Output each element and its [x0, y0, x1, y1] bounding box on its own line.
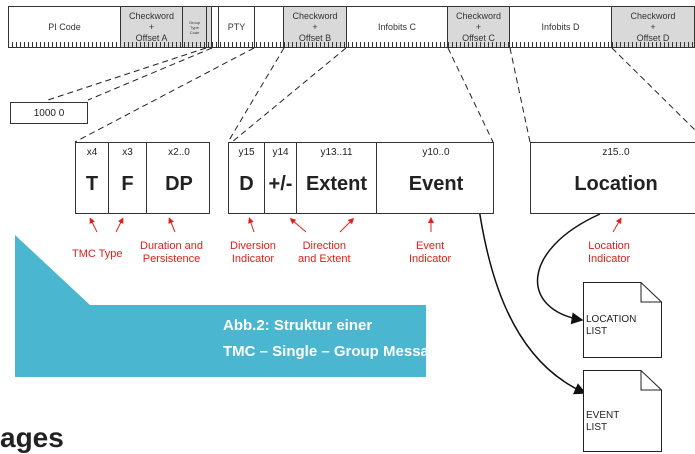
- field-symbol: D: [239, 173, 254, 195]
- group-code-text: 1000 0: [33, 107, 65, 119]
- expand-line: [509, 47, 531, 143]
- segment-label: Checkword + Offset A: [128, 10, 175, 43]
- red-arrow: [115, 217, 124, 233]
- caption-line-1: Abb.2: Struktur einer: [223, 317, 373, 334]
- expand-line: [227, 47, 285, 143]
- infobits-c-segment: Infobits C: [346, 6, 448, 48]
- field-box-block-d: z15..0 Location: [530, 142, 695, 214]
- location-list-document: LOCATION LIST: [583, 282, 662, 358]
- checkword-d-segment: Checkword + Offset D: [611, 6, 695, 48]
- pi-code-segment: PI Code: [8, 6, 121, 48]
- field-d: y15 D: [229, 143, 265, 213]
- location-indicator-label: Location Indicator: [588, 240, 631, 265]
- caption-box: Abb.2: Struktur einer TMC – Single – Gro…: [213, 305, 446, 377]
- field-symbol: DP: [165, 173, 193, 195]
- red-arrow: [168, 217, 176, 233]
- document-icon: [583, 282, 662, 358]
- segment-label: Checkword + Offset D: [630, 10, 676, 43]
- segment-label: Checkword + Offset C: [455, 10, 502, 43]
- field-symbol: +/-: [268, 173, 293, 195]
- segment-label: PI Code: [48, 21, 81, 32]
- checkword-b-segment: Checkword + Offset B: [283, 6, 347, 48]
- direction-label: Direction and Extent: [298, 240, 351, 265]
- caption-line-2: TMC – Single – Group Message: [223, 343, 447, 360]
- field-symbol: Location: [574, 173, 658, 195]
- field-t: x4 T: [76, 143, 109, 213]
- diversion-label: Diversion Indicator: [230, 240, 276, 265]
- expand-line: [87, 47, 213, 101]
- bit-label: y13..11: [320, 147, 353, 158]
- red-arrow: [612, 217, 622, 233]
- field-symbol: F: [121, 173, 134, 195]
- checkword-c-segment: Checkword + Offset C: [447, 6, 510, 48]
- event-indicator-label: Event Indicator: [409, 240, 452, 265]
- expand-line: [47, 47, 207, 101]
- expand-line: [447, 47, 494, 143]
- document-label: LOCATION LIST: [586, 314, 637, 337]
- segment-label: Infobits C: [377, 21, 417, 32]
- red-arrow: [248, 217, 255, 233]
- red-arrow: [89, 217, 98, 233]
- field-symbol: T: [85, 173, 99, 195]
- location-list-arrow: [536, 213, 601, 325]
- infobits-d-segment: Infobits D: [509, 6, 612, 48]
- field-location: z15..0 Location: [531, 143, 695, 213]
- field-f: x3 F: [109, 143, 147, 213]
- field-symbol: Extent: [305, 173, 368, 195]
- field-direction: y14 +/-: [265, 143, 297, 213]
- field-event: y10..0 Event: [377, 143, 495, 213]
- field-dp: x2..0 DP: [147, 143, 211, 213]
- bit-label: x3: [122, 147, 133, 158]
- callout-triangle: [15, 235, 215, 377]
- duration-label: Duration and Persistence: [140, 240, 203, 265]
- bit-label: y14: [272, 147, 289, 158]
- event-list-document: EVENT LIST: [583, 370, 662, 452]
- expand-line: [231, 47, 347, 143]
- segment-label: PTY: [227, 21, 246, 32]
- bit-label: z15..0: [602, 147, 630, 158]
- checkword-a-segment: Checkword + Offset A: [120, 6, 183, 48]
- bit-label: y15: [238, 147, 255, 158]
- red-arrow: [339, 217, 355, 233]
- document-icon: [583, 370, 662, 452]
- red-arrow: [289, 218, 307, 233]
- field-extent: y13..11 Extent: [297, 143, 377, 213]
- field-box-block-c: y15 D y14 +/- y13..11 Extent y10..0 Even…: [228, 142, 494, 214]
- field-box-block-b: x4 T x3 F x2..0 DP: [75, 142, 210, 214]
- partial-heading: ages: [0, 422, 64, 453]
- bit-label: x4: [86, 147, 98, 158]
- tmc-type-label: TMC Type: [72, 248, 123, 260]
- segment-label: Group Type Code: [188, 19, 201, 35]
- segment-label: Infobits D: [541, 21, 580, 32]
- expand-line: [74, 47, 255, 143]
- bit-label: y10..0: [422, 147, 450, 158]
- group-code-box: 1000 0: [10, 102, 88, 124]
- field-symbol: Event: [408, 173, 464, 195]
- bit-label: x2..0: [168, 147, 190, 158]
- document-label: EVENT LIST: [586, 410, 620, 433]
- segment-label: Checkword + Offset B: [292, 10, 338, 43]
- expand-line: [611, 47, 695, 131]
